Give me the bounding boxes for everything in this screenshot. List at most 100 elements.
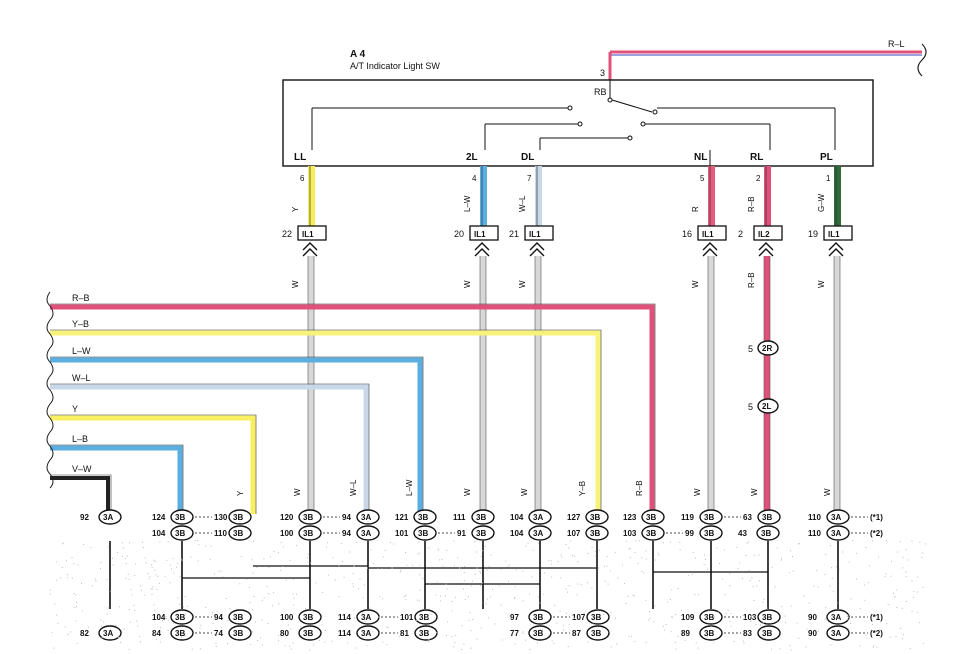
junction-number: 5 (748, 402, 753, 412)
noise-dot (427, 617, 429, 619)
noise-dot (500, 604, 502, 606)
noise-dot (200, 624, 202, 626)
noise-dot (321, 624, 323, 626)
terminal-wire-color: R (691, 206, 700, 212)
noise-dot (417, 553, 419, 555)
noise-dot (125, 563, 127, 565)
noise-dot (505, 560, 507, 562)
noise-dot (362, 597, 364, 599)
noise-dot (386, 626, 388, 628)
noise-dot (367, 567, 369, 569)
noise-dot (95, 580, 97, 582)
noise-dot (525, 545, 527, 547)
noise-dot (428, 547, 430, 549)
pin-number: 111 (453, 513, 466, 522)
noise-dot (566, 612, 568, 614)
noise-dot (917, 576, 919, 578)
noise-dot (891, 560, 892, 562)
noise-dot (873, 645, 875, 647)
noise-dot (705, 559, 706, 560)
cross-link (182, 565, 768, 585)
noise-dot (364, 621, 366, 623)
noise-dot (901, 607, 903, 609)
noise-dot (507, 566, 509, 568)
noise-dot (418, 541, 420, 543)
noise-dot (257, 639, 258, 641)
noise-dot (366, 645, 368, 647)
linked-connector-code: 3B (233, 613, 243, 622)
noise-dot (167, 619, 169, 621)
connector-circle (641, 525, 665, 541)
bus-wire-label: Y–B (72, 319, 89, 329)
noise-dot (905, 576, 907, 578)
noise-dot (675, 648, 677, 650)
wire-break-symbol (46, 291, 54, 489)
noise-dot (634, 552, 636, 553)
noise-dot (832, 591, 834, 593)
pin-number: 114 (338, 629, 351, 638)
noise-dot (57, 623, 59, 625)
noise-dot (761, 628, 763, 630)
pin-number: 121 (395, 513, 409, 522)
noise-dot (729, 585, 731, 587)
noise-dot (472, 619, 474, 620)
noise-dot (824, 618, 826, 620)
noise-dot (899, 540, 901, 542)
noise-dot (886, 623, 888, 625)
linked-connector-circle (699, 525, 723, 541)
wire-segment (834, 166, 841, 226)
noise-dot (806, 628, 808, 630)
connector-chevron (758, 242, 774, 257)
noise-dot (454, 596, 456, 598)
noise-dot (907, 559, 909, 561)
noise-dot (463, 580, 465, 582)
noise-dot (101, 636, 103, 638)
noise-dot (538, 542, 539, 544)
noise-dot (197, 540, 199, 542)
noise-dot (836, 602, 838, 604)
terminal-label: NL (694, 152, 707, 163)
noise-dot (484, 545, 486, 547)
noise-dot (154, 569, 156, 571)
connector-circle (98, 625, 122, 641)
noise-dot (603, 614, 604, 616)
wire-segment (708, 166, 715, 226)
noise-dot (139, 585, 141, 587)
noise-dot (476, 638, 478, 640)
connector-circle (826, 609, 850, 625)
noise-dot (556, 622, 558, 624)
noise-dot (289, 559, 291, 561)
noise-dot (490, 554, 492, 556)
noise-dot (750, 616, 752, 618)
connector-code: 3B (704, 613, 714, 622)
noise-dot (117, 636, 119, 638)
noise-dot (719, 563, 721, 564)
noise-dot (171, 568, 172, 570)
noise-dot (183, 606, 185, 608)
noise-dot (522, 600, 524, 602)
noise-dot (81, 610, 83, 612)
noise-dot (743, 642, 745, 644)
noise-dot (139, 636, 141, 638)
noise-dot (762, 622, 764, 624)
noise-dot (305, 608, 306, 610)
connector-circle (471, 509, 495, 525)
noise-dot (71, 577, 73, 579)
noise-dot (606, 556, 608, 558)
noise-dot (406, 564, 408, 566)
linked-connector-circle (757, 509, 781, 525)
linked-connector-circle (228, 509, 252, 525)
vertical-wire-label: W (693, 488, 702, 496)
pin-number: 104 (152, 613, 166, 622)
terminal-label: PL (820, 152, 833, 163)
noise-dot (363, 584, 365, 586)
noise-dot (184, 596, 186, 598)
noise-dot (662, 542, 664, 544)
noise-dot (144, 557, 146, 559)
noise-dot (310, 562, 312, 564)
noise-dot (752, 586, 754, 588)
noise-dot (577, 561, 579, 563)
noise-dot (115, 624, 117, 626)
